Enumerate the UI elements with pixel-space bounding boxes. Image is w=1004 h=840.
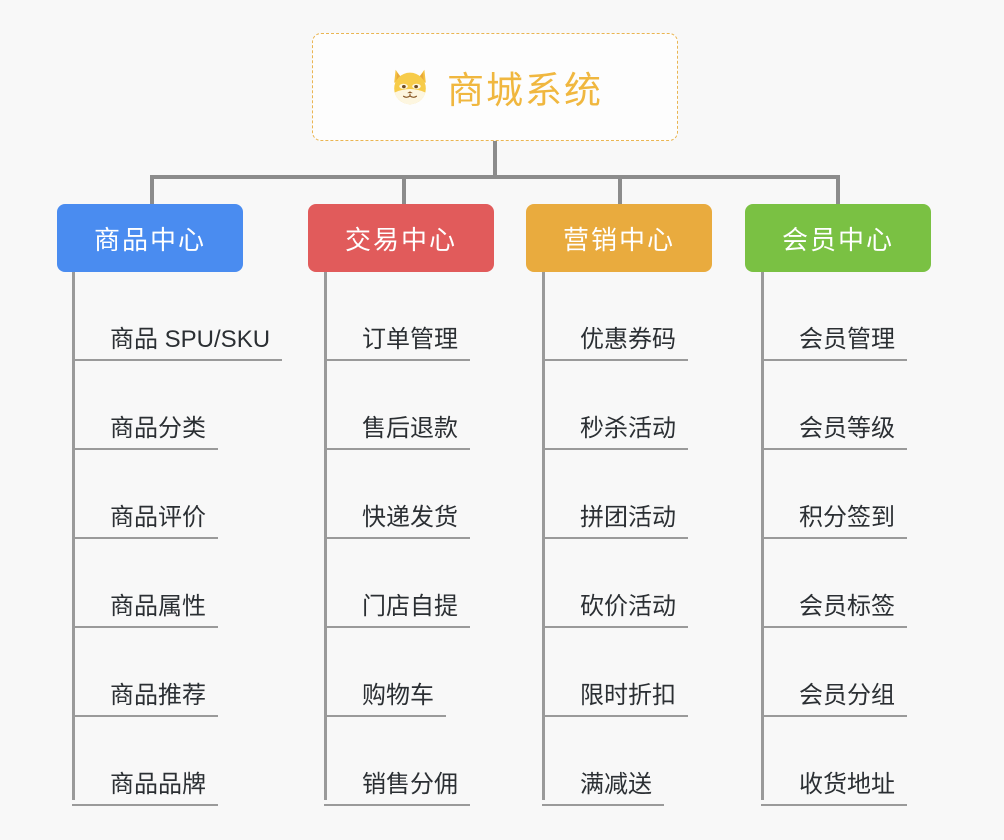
branch-header-2[interactable]: 交易中心 <box>308 204 494 272</box>
list-item[interactable]: 商品品牌 <box>72 717 282 806</box>
list-item[interactable]: 拼团活动 <box>542 450 688 539</box>
connector-root-stem <box>493 141 497 178</box>
root-title: 商城系统 <box>447 70 603 111</box>
leaf-label: 优惠券码 <box>542 326 688 361</box>
branch-header-label: 交易中心 <box>344 224 457 255</box>
leaf-label: 砍价活动 <box>542 593 688 628</box>
list-item[interactable]: 优惠券码 <box>542 272 688 361</box>
leaf-list-3: 优惠券码 秒杀活动 拼团活动 砍价活动 限时折扣 满减送 <box>542 272 688 806</box>
leaf-label: 商品品牌 <box>72 771 218 806</box>
list-item[interactable]: 会员管理 <box>761 272 907 361</box>
connector-drop-1 <box>150 175 154 206</box>
leaf-label: 售后退款 <box>324 415 470 450</box>
leaf-label: 拼团活动 <box>542 504 688 539</box>
leaf-label: 购物车 <box>324 682 446 717</box>
branch-header-3[interactable]: 营销中心 <box>526 204 712 272</box>
leaf-label: 会员等级 <box>761 415 907 450</box>
list-item[interactable]: 商品 SPU/SKU <box>72 272 283 361</box>
branch-spine-4 <box>761 272 764 800</box>
connector-drop-2 <box>402 175 406 206</box>
connector-bus-bar <box>150 175 840 179</box>
shiba-dog-face-icon <box>387 64 433 110</box>
connector-drop-4 <box>836 175 840 206</box>
list-item[interactable]: 满减送 <box>542 717 688 806</box>
leaf-label: 快递发货 <box>324 504 470 539</box>
leaf-label: 商品推荐 <box>72 682 218 717</box>
list-item[interactable]: 秒杀活动 <box>542 361 688 450</box>
list-item[interactable]: 售后退款 <box>324 361 470 450</box>
leaf-label: 商品评价 <box>72 504 218 539</box>
list-item[interactable]: 快递发货 <box>324 450 470 539</box>
branch-header-label: 商品中心 <box>93 224 206 255</box>
list-item[interactable]: 积分签到 <box>761 450 907 539</box>
branch-spine-3 <box>542 272 545 800</box>
leaf-label: 商品分类 <box>72 415 218 450</box>
list-item[interactable]: 商品推荐 <box>72 628 282 717</box>
branch-spine-1 <box>72 272 75 800</box>
list-item[interactable]: 会员分组 <box>761 628 907 717</box>
leaf-label: 积分签到 <box>761 504 907 539</box>
leaf-label: 会员分组 <box>761 682 907 717</box>
branch-header-1[interactable]: 商品中心 <box>57 204 243 272</box>
list-item[interactable]: 门店自提 <box>324 539 470 628</box>
list-item[interactable]: 订单管理 <box>324 272 470 361</box>
list-item[interactable]: 收货地址 <box>761 717 907 806</box>
list-item[interactable]: 会员等级 <box>761 361 907 450</box>
leaf-label: 会员标签 <box>761 593 907 628</box>
list-item[interactable]: 砍价活动 <box>542 539 688 628</box>
leaf-list-2: 订单管理 售后退款 快递发货 门店自提 购物车 销售分佣 <box>324 272 470 806</box>
list-item[interactable]: 购物车 <box>324 628 470 717</box>
leaf-label: 商品属性 <box>72 593 218 628</box>
list-item[interactable]: 限时折扣 <box>542 628 688 717</box>
leaf-label: 会员管理 <box>761 326 907 361</box>
branch-header-label: 营销中心 <box>562 224 675 255</box>
leaf-list-1: 商品 SPU/SKU 商品分类 商品评价 商品属性 商品推荐 商品品牌 <box>72 272 283 806</box>
list-item[interactable]: 商品分类 <box>72 361 282 450</box>
leaf-label: 商品 SPU/SKU <box>72 326 283 361</box>
list-item[interactable]: 商品评价 <box>72 450 282 539</box>
leaf-label: 门店自提 <box>324 593 470 628</box>
connector-drop-3 <box>618 175 622 206</box>
leaf-label: 收货地址 <box>761 771 907 806</box>
leaf-label: 订单管理 <box>324 326 470 361</box>
leaf-label: 满减送 <box>542 771 664 806</box>
leaf-label: 限时折扣 <box>542 682 688 717</box>
leaf-label: 秒杀活动 <box>542 415 688 450</box>
list-item[interactable]: 销售分佣 <box>324 717 470 806</box>
list-item[interactable]: 会员标签 <box>761 539 907 628</box>
list-item[interactable]: 商品属性 <box>72 539 282 628</box>
root-node[interactable]: 商城系统 <box>312 33 678 141</box>
branch-header-label: 会员中心 <box>781 224 894 255</box>
branch-spine-2 <box>324 272 327 800</box>
leaf-label: 销售分佣 <box>324 771 470 806</box>
leaf-list-4: 会员管理 会员等级 积分签到 会员标签 会员分组 收货地址 <box>761 272 907 806</box>
branch-header-4[interactable]: 会员中心 <box>745 204 931 272</box>
